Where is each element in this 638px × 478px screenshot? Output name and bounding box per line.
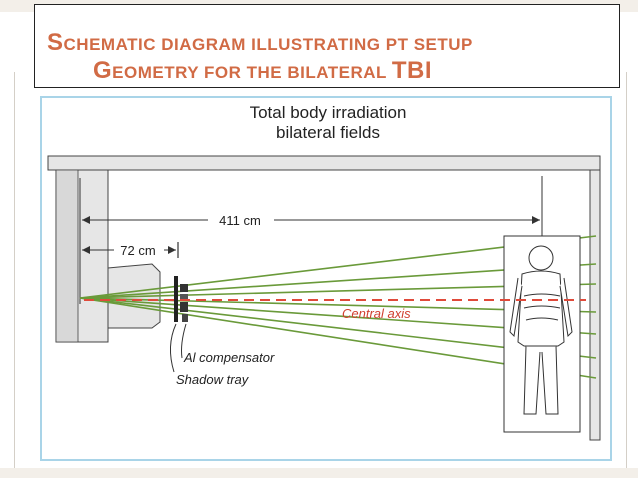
patient-left-leg [523, 345, 541, 415]
slide-title-box: Schematic diagram illustrating pt setup … [34, 4, 620, 88]
patient-torso-shading [523, 293, 561, 321]
arrowhead-411-right [532, 216, 540, 224]
compensator-assembly [174, 276, 188, 322]
label-central-axis: Central axis [342, 306, 411, 321]
shadow-tray [174, 276, 178, 322]
label-al-compensator: Al compensator [183, 350, 275, 365]
slide-right-rule [626, 72, 627, 468]
diagram-heading-line-2: bilateral fields [276, 123, 380, 142]
shadow-tray-leader [170, 323, 177, 373]
gantry-pillar [55, 169, 79, 343]
slide-title-line-2-text: geometry for the bilateral [93, 57, 392, 84]
compensator-leader [181, 323, 187, 359]
patient-torso [517, 270, 565, 347]
ceiling-wall [47, 155, 601, 171]
label-source-patient-distance: 411 cm [219, 213, 261, 228]
compensator-block [180, 294, 188, 300]
compensator-block [180, 302, 188, 312]
patient-head [528, 245, 554, 271]
slide-left-rule [14, 72, 15, 468]
patient-left-arm [509, 277, 523, 338]
slide-title-line-2: geometry for the bilateral TBI [93, 57, 432, 85]
diagram-heading-line-1: Total body irradiation [250, 103, 407, 122]
arrowhead-72-right [168, 246, 176, 254]
slide-title-tbi: TBI [391, 57, 432, 84]
arrowhead-72-left [82, 246, 90, 254]
tbi-setup-diagram: Total body irradiation bilateral fields … [47, 103, 601, 441]
arrowhead-411-left [82, 216, 90, 224]
label-shadow-tray: Shadow tray [176, 372, 250, 387]
patient-right-leg [541, 345, 559, 415]
compensator-block [182, 314, 188, 322]
slide-title-line-1: Schematic diagram illustrating pt setup [47, 29, 473, 56]
patient-right-arm [559, 277, 573, 338]
compensator-block [180, 284, 188, 292]
patient-figure [509, 245, 573, 415]
label-source-tray-distance: 72 cm [120, 243, 155, 258]
right-wall [589, 169, 601, 441]
slide-decoration-bottom [0, 468, 638, 478]
